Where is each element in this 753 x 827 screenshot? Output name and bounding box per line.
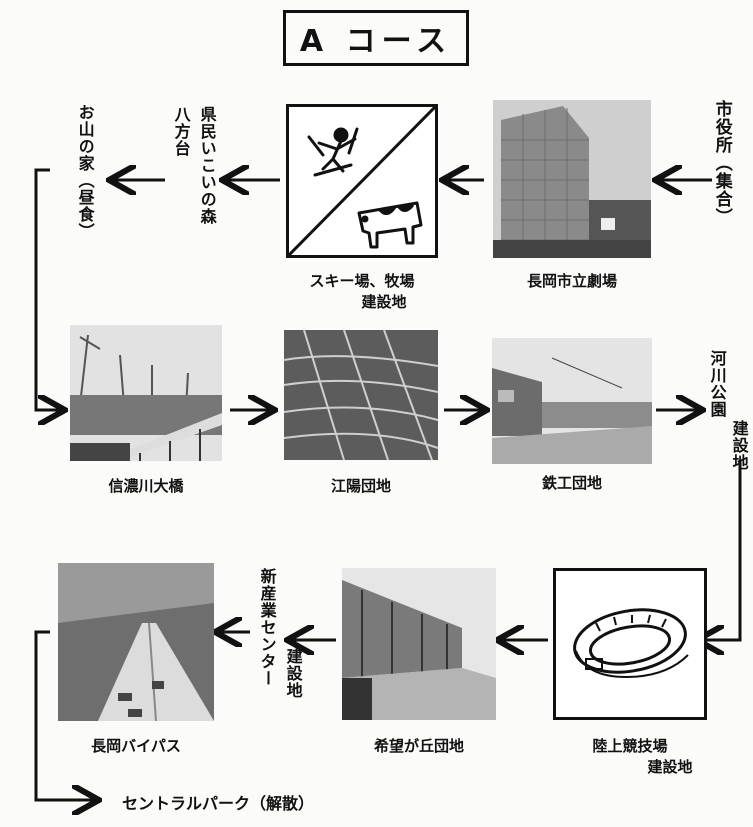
lunch-label: お山の家（昼食） — [75, 104, 95, 240]
bypass-caption: 長岡バイパス — [91, 737, 181, 755]
industry-label-line1: 新産業センター — [257, 568, 277, 687]
river-park-label-line1: 河川公園 — [707, 350, 727, 418]
stadium-illustration — [553, 568, 707, 720]
photo-bridge — [70, 325, 222, 461]
arrow-icon — [700, 460, 742, 640]
kibo-caption: 希望が丘団地 — [373, 737, 464, 755]
stadium-caption-1: 陸上競技場 — [592, 737, 668, 755]
photo-eyo — [284, 330, 438, 460]
course-title: A コース — [283, 10, 469, 66]
photo-iron — [492, 338, 652, 464]
industry-label-line2: 建設地 — [283, 648, 303, 699]
theater-caption: 長岡市立劇場 — [526, 272, 617, 290]
bridge-caption: 信濃川大橋 — [108, 477, 184, 495]
end-label: セントラルパーク（解散） — [122, 794, 315, 813]
photo-kibo — [342, 568, 496, 720]
stadium-caption-2: 建設地 — [647, 758, 693, 776]
ski-farm-caption-1: スキー場、牧場 — [309, 272, 415, 290]
eyo-caption: 江陽団地 — [330, 477, 391, 495]
park-label-line2: 八方台 — [171, 106, 191, 157]
stadium-icon — [573, 608, 689, 679]
park-label-line1: 県民いこいの森 — [197, 106, 217, 225]
start-label: 市役所（集合） — [711, 100, 732, 226]
iron-caption: 鉄工団地 — [541, 474, 602, 492]
arrow-icon — [34, 168, 62, 410]
ski-farm-illustration — [286, 104, 438, 258]
cow-icon — [357, 201, 423, 249]
photo-theater — [493, 100, 651, 258]
ski-farm-caption-2: 建設地 — [361, 293, 407, 311]
arrow-icon — [34, 630, 96, 800]
river-park-label-line2: 建設地 — [729, 420, 749, 471]
photo-bypass — [58, 563, 214, 721]
ski-jumper-icon — [307, 127, 359, 177]
